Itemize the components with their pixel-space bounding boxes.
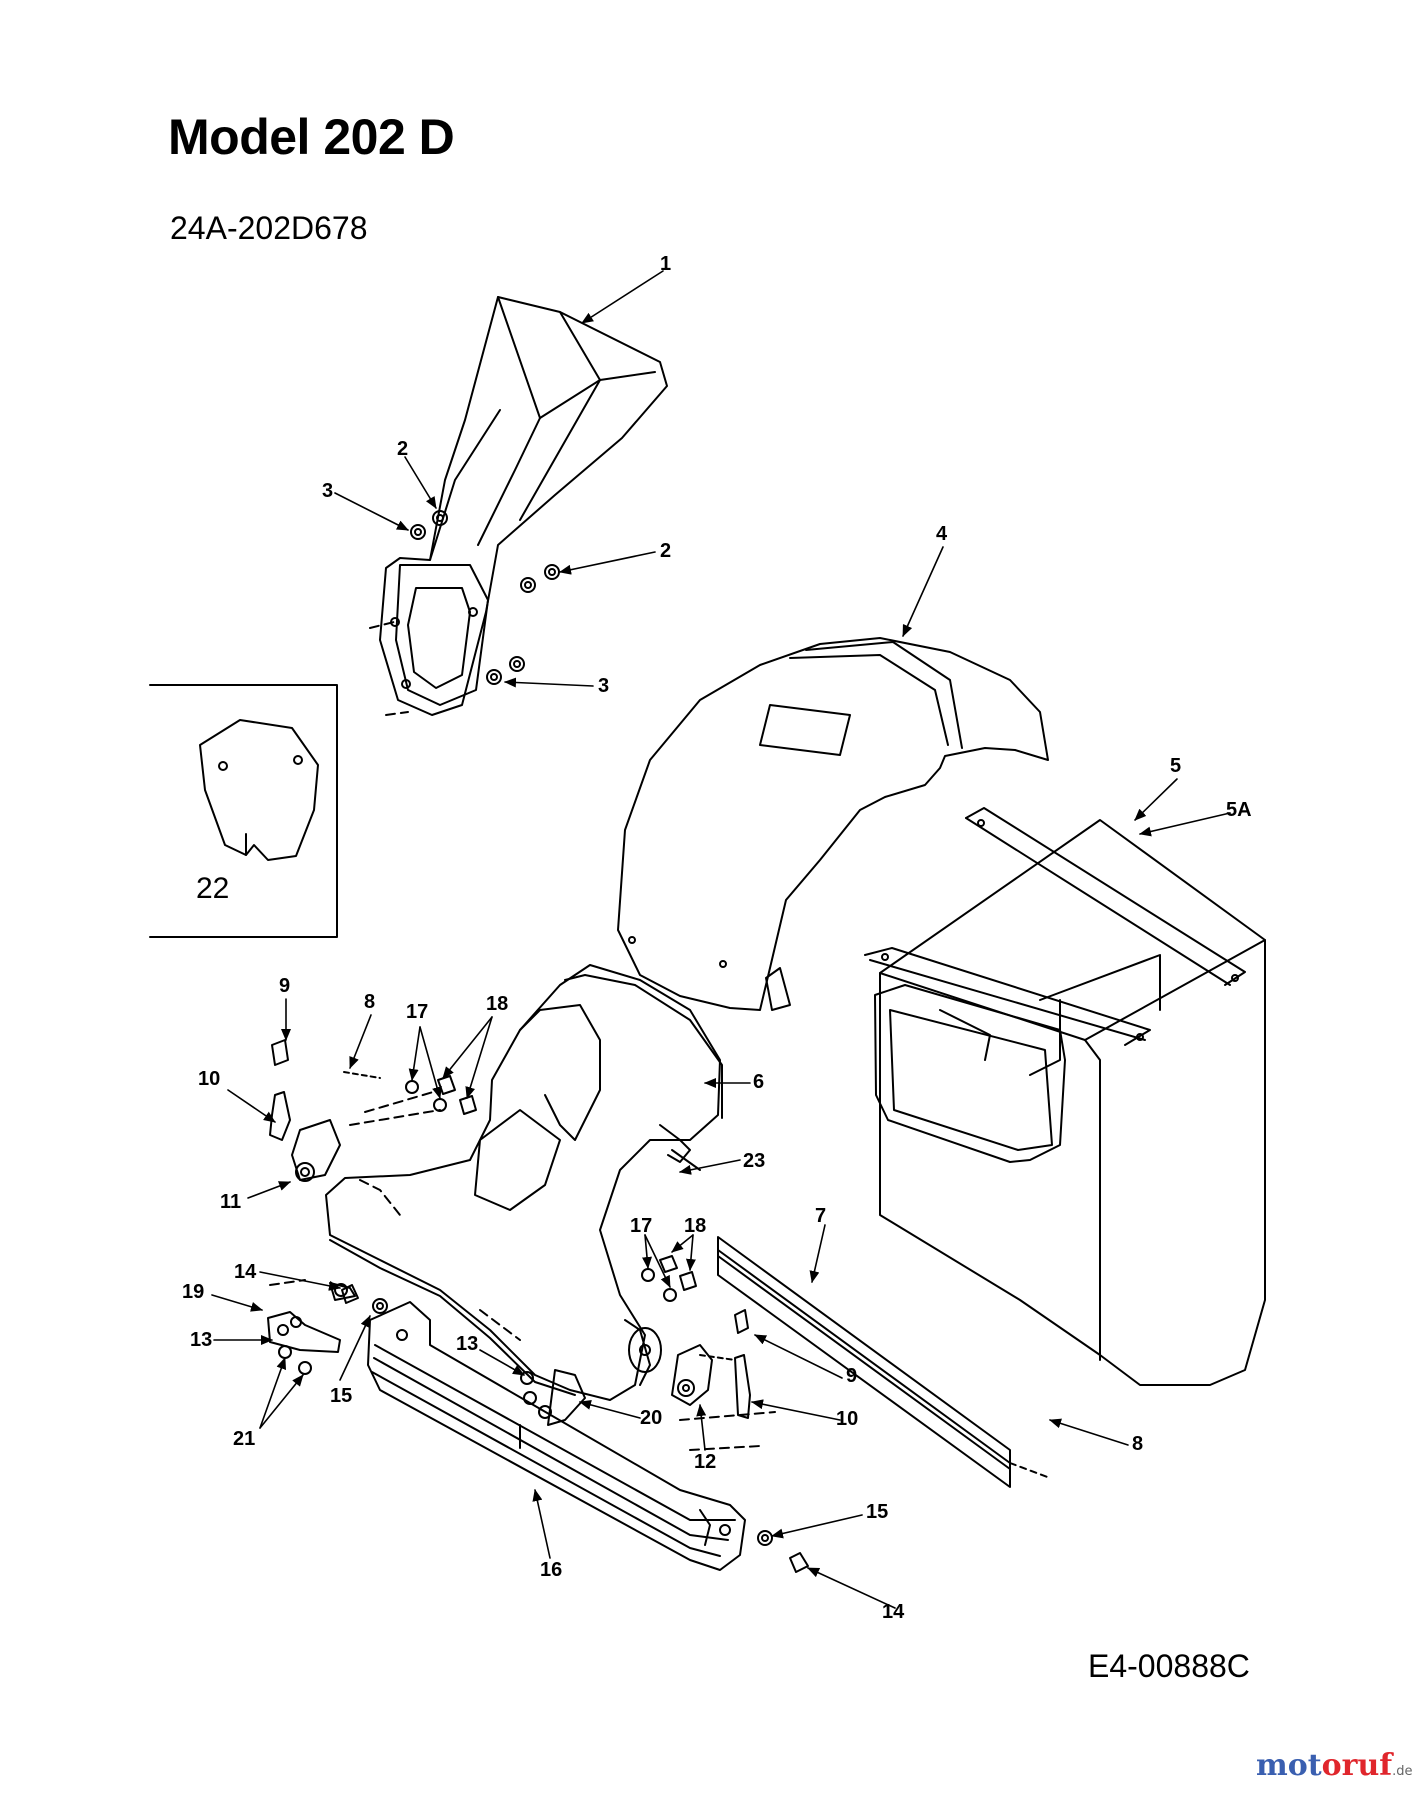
callout-18: 18	[486, 993, 508, 1015]
scraper-bar	[717, 1236, 1051, 1488]
callout-2: 2	[397, 438, 408, 460]
auger	[367, 1301, 746, 1571]
callout-9: 9	[279, 975, 290, 997]
callout-15: 15	[330, 1385, 352, 1407]
callout-7: 7	[815, 1205, 826, 1227]
leader-lines	[211, 270, 1231, 1609]
callout-8: 8	[1132, 1433, 1143, 1455]
callout-10: 10	[836, 1408, 858, 1430]
callout-1: 1	[660, 253, 671, 275]
center-fasteners	[479, 1309, 586, 1426]
callout-16: 16	[540, 1559, 562, 1581]
right-bracket-assembly	[641, 1255, 776, 1451]
blower-housing	[325, 964, 723, 1401]
drawing-number: E4-00888C	[1088, 1648, 1250, 1684]
discharge-chute	[369, 296, 668, 716]
auger-housing	[864, 807, 1266, 1386]
callout-9: 9	[846, 1365, 857, 1387]
callout-3: 3	[598, 675, 609, 697]
callout-18: 18	[684, 1215, 706, 1237]
callout-2: 2	[660, 540, 671, 562]
callout-20: 20	[640, 1407, 662, 1429]
callout-14: 14	[882, 1601, 905, 1623]
part-code: 24A-202D678	[170, 210, 368, 246]
callout-11: 11	[220, 1191, 241, 1213]
callout-17: 17	[406, 1001, 428, 1023]
housing-shroud	[617, 637, 1049, 1011]
callout-10: 10	[198, 1068, 220, 1090]
model-title: Model 202 D	[168, 109, 455, 165]
callout-14: 14	[234, 1261, 257, 1283]
callout-4: 4	[936, 523, 948, 545]
callout-17: 17	[630, 1215, 652, 1237]
callout-21: 21	[233, 1428, 255, 1450]
callout-5a: 5A	[1226, 799, 1252, 821]
callout-labels: 1 2 3 2 3 4 5 5A 22 9 8 17 18 10 6 23 11…	[182, 253, 1252, 1623]
callout-13: 13	[190, 1329, 212, 1351]
right-auger-fasteners	[341, 1284, 809, 1573]
callout-12: 12	[694, 1451, 716, 1473]
motoruf-logo[interactable]: motoruf.de	[1256, 1748, 1413, 1783]
callout-13: 13	[456, 1333, 478, 1355]
inset-box-22	[149, 684, 338, 938]
callout-5: 5	[1170, 755, 1181, 777]
callout-8: 8	[364, 991, 375, 1013]
callout-19: 19	[182, 1281, 204, 1303]
callout-15: 15	[866, 1501, 888, 1523]
callout-6: 6	[753, 1071, 764, 1093]
callout-23: 23	[743, 1150, 765, 1172]
left-bracket-assembly	[269, 1039, 477, 1182]
callout-3: 3	[322, 480, 333, 502]
chute-fasteners	[410, 510, 560, 685]
callout-22: 22	[196, 872, 229, 905]
